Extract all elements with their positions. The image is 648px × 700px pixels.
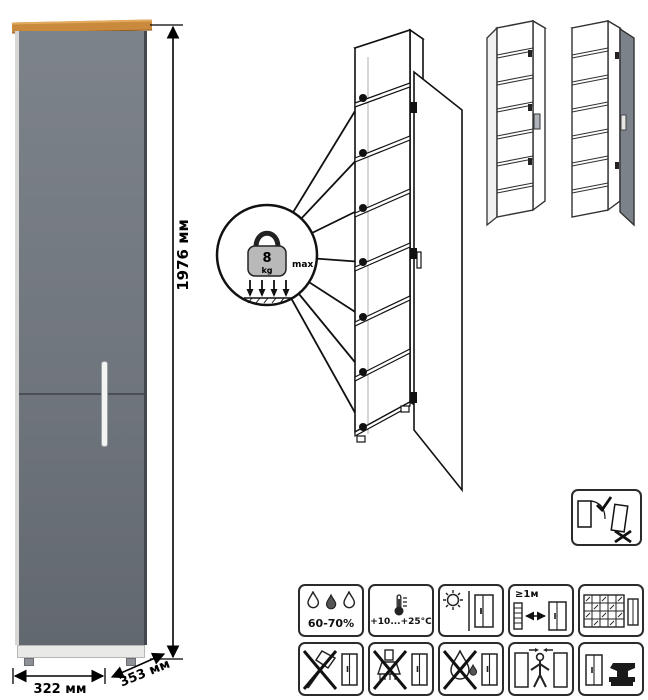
door-mounting-check-icon xyxy=(576,495,632,543)
vent-grid-box xyxy=(578,584,644,637)
humidity-label: 60-70% xyxy=(307,617,355,631)
gray-door-panel xyxy=(619,27,635,227)
temperature-box: +10...+25°C xyxy=(368,584,434,637)
door-fit-box xyxy=(571,489,642,546)
weight-value: 8 xyxy=(262,251,271,266)
kettlebell-weight-icon xyxy=(247,230,287,277)
cabinet-door-seam xyxy=(19,393,144,396)
water-drops-icon xyxy=(307,591,356,610)
weight-limit-callout: 8 kg max xyxy=(215,203,319,307)
hinge-icon xyxy=(410,392,417,403)
anvil-icon xyxy=(609,663,635,682)
humidity-box: 60-70% xyxy=(298,584,364,637)
cabinet-body xyxy=(15,31,147,645)
thermometer-icon xyxy=(394,594,407,616)
sunlight-box xyxy=(438,584,504,637)
variant-handle xyxy=(620,114,627,131)
door-variant-right-diagram xyxy=(570,19,635,227)
dimension-arrows xyxy=(12,24,183,684)
no-sharp-tools-box xyxy=(298,642,364,696)
variant-handle xyxy=(533,113,541,130)
hinge-icon xyxy=(410,248,417,259)
hinge-icon xyxy=(615,52,619,59)
temperature-label: +10...+25°C xyxy=(370,617,432,628)
height-dimension-label: 1976 мм xyxy=(174,219,192,291)
no-abrasive-box xyxy=(368,642,434,696)
carry-upright-icon xyxy=(514,648,568,688)
distance-box: ≥1м xyxy=(508,584,574,637)
shelves xyxy=(354,82,411,438)
exploded-diagram: 8 kg max xyxy=(215,28,463,493)
shelf-load-dots xyxy=(359,94,367,431)
variant-shelves xyxy=(571,47,609,194)
min-distance-label: ≥1м xyxy=(515,588,539,600)
width-dimension-label: 322 мм xyxy=(33,682,87,697)
no-heavy-load-icon xyxy=(585,654,635,686)
cabinet-foot-left xyxy=(24,658,34,666)
cabinet-door-handle xyxy=(101,361,108,447)
hinge-icon xyxy=(410,102,417,113)
check-mark-icon xyxy=(595,495,612,512)
no-wet-cleaning-icon xyxy=(442,649,498,690)
hinge-icon xyxy=(528,50,532,57)
heat-distance-icon xyxy=(513,601,567,631)
hinge-icon xyxy=(528,104,532,111)
carry-upright-box xyxy=(508,642,574,696)
no-sharp-tools-icon xyxy=(302,650,358,690)
variant-shelves xyxy=(496,47,534,194)
load-arrows xyxy=(244,280,292,304)
hinge-icon xyxy=(615,162,619,169)
weight-unit: kg xyxy=(261,266,272,275)
hinge-icon xyxy=(528,158,532,165)
no-heavy-load-box xyxy=(578,642,644,696)
product-photo: 1976 мм 322 мм 353 мм xyxy=(0,0,200,700)
door-variant-left-diagram xyxy=(486,19,547,227)
sun-protection-icon xyxy=(443,589,494,631)
carcass-feet xyxy=(356,405,410,443)
no-abrasive-icon xyxy=(372,649,428,690)
no-wet-cleaning-box xyxy=(438,642,504,696)
open-door xyxy=(410,70,463,493)
weight-qualifier: max xyxy=(292,260,313,270)
door-handle-mark xyxy=(416,251,422,269)
vent-grid-icon xyxy=(583,593,639,628)
